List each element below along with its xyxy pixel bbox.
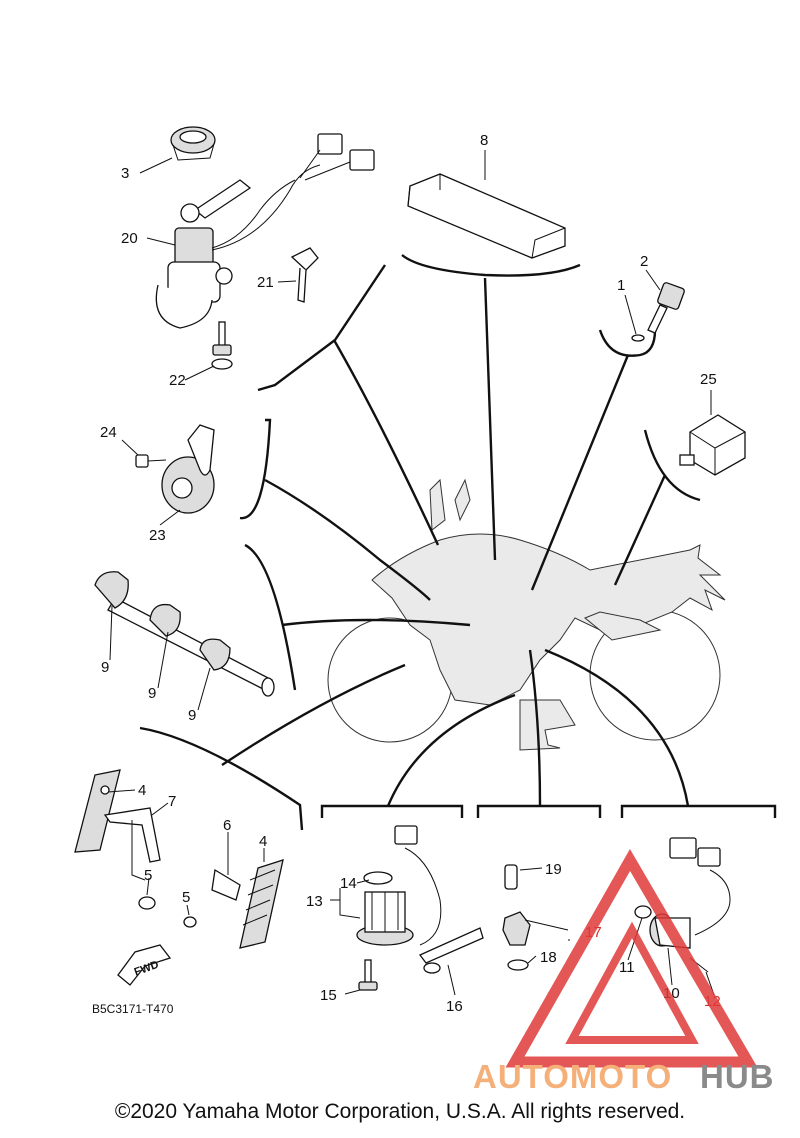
- ignition-cover-part: [170, 126, 216, 161]
- callout-5a: 5: [144, 867, 152, 884]
- handlebar-switches-part: [94, 571, 275, 697]
- callout-25: 25: [700, 371, 717, 388]
- fuel-pump-part: [356, 825, 484, 991]
- callout-4b: 4: [259, 833, 267, 850]
- callout-11: 11: [619, 959, 635, 976]
- reflector-left-part: [74, 769, 161, 910]
- horn-part: [135, 424, 215, 514]
- watermark-triangle-icon: [505, 848, 758, 1068]
- callout-22: 22: [169, 372, 186, 389]
- callout-6: 6: [223, 817, 231, 834]
- callout-19: 19: [545, 861, 562, 878]
- callout-20: 20: [121, 230, 138, 247]
- reflector-right-part: [183, 840, 284, 949]
- fwd-arrow-icon: [117, 944, 172, 986]
- callout-4a: 4: [138, 782, 146, 799]
- callout-9a: 9: [101, 659, 109, 676]
- relay-part: [679, 414, 746, 476]
- bolt-22-part: [211, 321, 233, 370]
- callout-1: 1: [617, 277, 625, 294]
- callout-24: 24: [100, 424, 117, 441]
- callout-5b: 5: [182, 889, 190, 906]
- copyright-text: ©2020 Yamaha Motor Corporation, U.S.A. A…: [114, 1100, 686, 1123]
- callout-8: 8: [480, 132, 488, 149]
- ecu-part: [407, 173, 566, 259]
- watermark-logo: AUTOMOTO HUB: [473, 848, 775, 1095]
- callout-7: 7: [168, 793, 176, 810]
- watermark-text-part2: HUB: [700, 1058, 775, 1095]
- callout-21: 21: [257, 274, 274, 291]
- part-code: B5C3171-T470: [92, 1002, 174, 1016]
- callout-18: 18: [540, 949, 557, 966]
- ignition-switch-part: [155, 133, 375, 329]
- callout-14: 14: [340, 875, 357, 892]
- sensor-part: [631, 282, 685, 342]
- leader-lines: [139, 254, 777, 831]
- callout-13: 13: [306, 893, 323, 910]
- speed-sensor-part: [502, 864, 531, 971]
- callout-2: 2: [640, 253, 648, 270]
- motorcycle-silhouette: [327, 478, 726, 751]
- callout-16: 16: [446, 998, 463, 1015]
- callout-9c: 9: [188, 707, 196, 724]
- callout-15: 15: [320, 987, 337, 1004]
- callout-3: 3: [121, 165, 129, 182]
- callout-9b: 9: [148, 685, 156, 702]
- callout-23: 23: [149, 527, 166, 544]
- key-part: [290, 247, 319, 303]
- watermark-text-part1: AUTOMOTO: [473, 1058, 672, 1095]
